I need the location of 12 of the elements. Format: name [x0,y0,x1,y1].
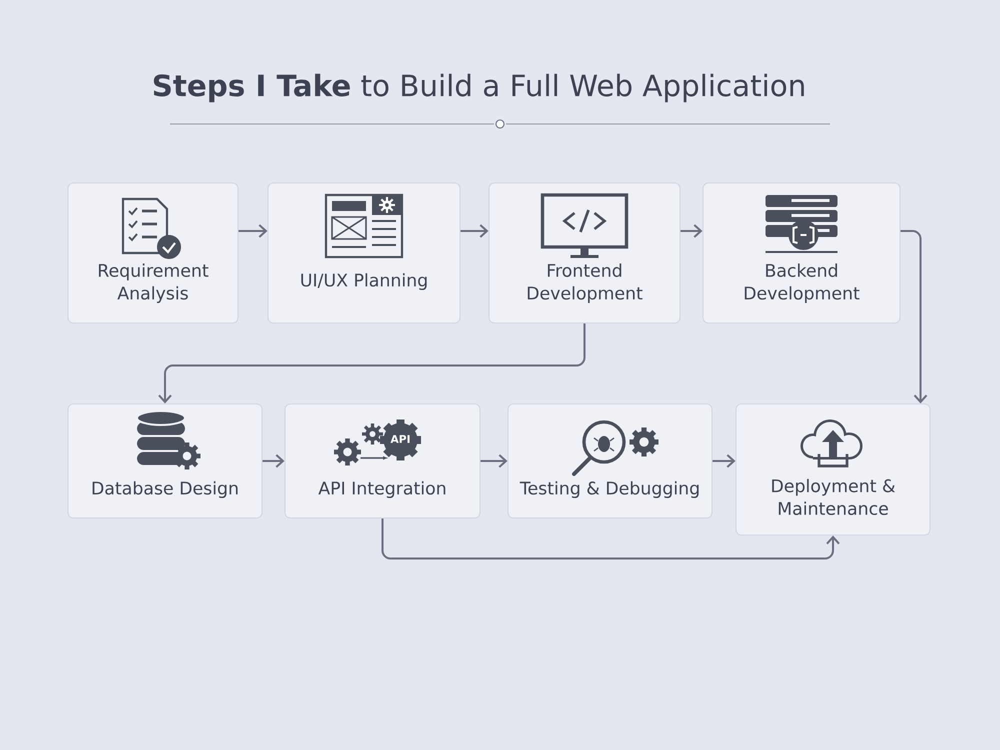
arrow [480,454,508,468]
arrow [262,454,284,468]
arrow [460,224,488,238]
arrow [712,454,736,468]
arrow [680,224,702,238]
step-box: Testing & Debugging [507,403,713,519]
arrow [382,518,840,560]
arrow [158,324,586,404]
arrow [238,224,268,238]
title: Steps I Take to Build a Full Web Application [154,74,804,102]
step-box: Deployment & Maintenance [735,403,931,536]
arrow [900,230,928,404]
